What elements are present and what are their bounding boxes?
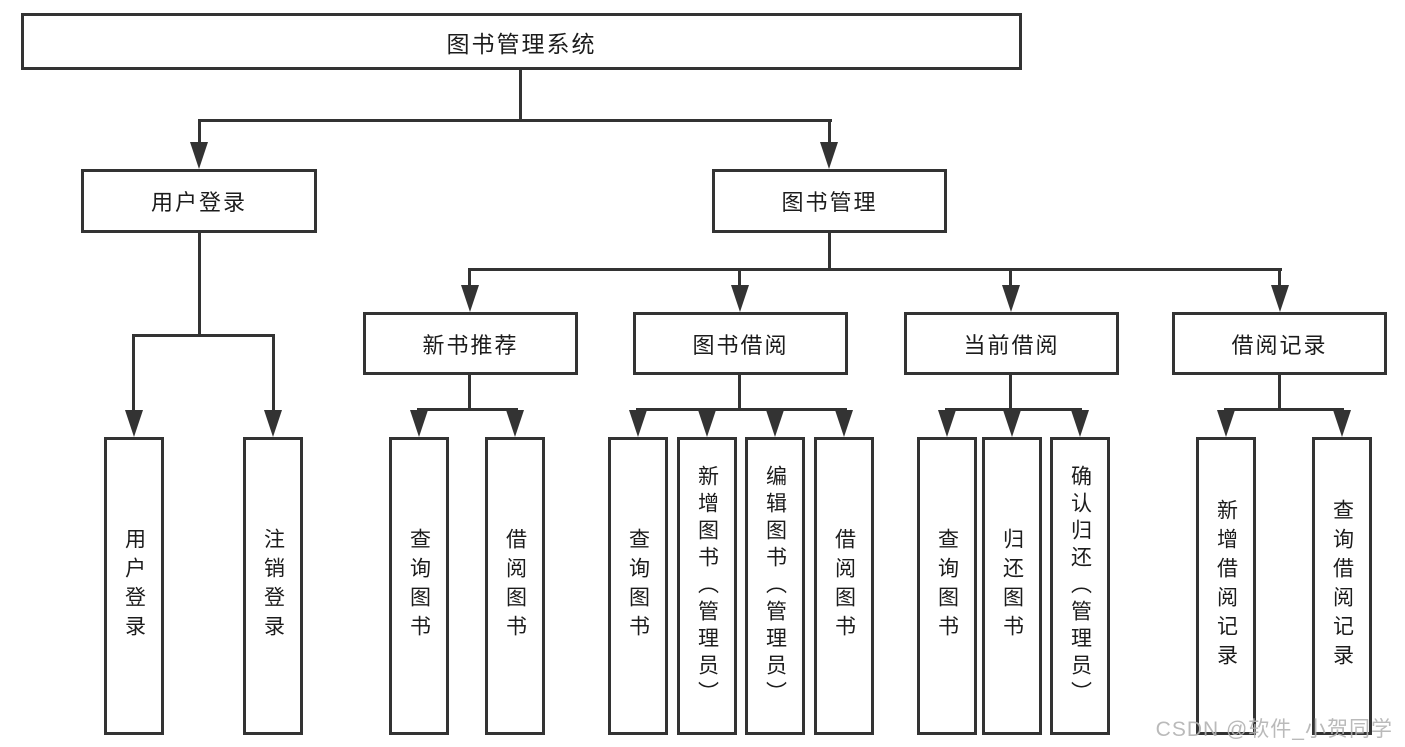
arrow-down-icon	[1217, 410, 1235, 437]
connector-line	[198, 119, 832, 122]
connector-line	[1278, 375, 1281, 411]
arrow-down-icon	[1071, 410, 1089, 437]
node-label: 查询图书	[626, 528, 650, 644]
node-label: 新增图书（管理员）	[695, 464, 719, 708]
node-label: 注销登录	[261, 528, 285, 644]
node-label: 图书管理	[781, 190, 878, 215]
arrow-down-icon	[835, 410, 853, 437]
arrow-down-icon	[1333, 410, 1351, 437]
connector-line	[519, 69, 522, 122]
leaf-borrow-books-recommend: 借阅图书	[485, 437, 545, 735]
node-label: 查询图书	[407, 528, 431, 644]
arrow-down-icon	[1003, 410, 1021, 437]
leaf-return-book: 归还图书	[982, 437, 1042, 735]
node-user-login: 用户登录	[81, 169, 317, 233]
arrow-down-icon	[410, 410, 428, 437]
node-label: 查询图书	[935, 528, 959, 644]
node-label: 归还图书	[1000, 528, 1024, 644]
node-label: 确认归还（管理员）	[1068, 464, 1092, 708]
node-label: 新书推荐	[422, 332, 519, 358]
arrow-down-icon	[1002, 285, 1020, 312]
watermark: CSDN @软件_小贺同学	[1155, 718, 1393, 741]
connector-line	[468, 375, 471, 411]
connector-line	[272, 334, 275, 412]
node-label: 借阅图书	[832, 528, 856, 644]
arrow-down-icon	[1271, 285, 1289, 312]
connector-line	[738, 268, 741, 289]
arrow-down-icon	[766, 410, 784, 437]
connector-line	[828, 119, 831, 144]
connector-line	[198, 119, 201, 144]
arrow-down-icon	[506, 410, 524, 437]
arrow-down-icon	[125, 410, 143, 437]
node-label: 借阅记录	[1231, 332, 1328, 358]
leaf-edit-book-admin: 编辑图书（管理员）	[745, 437, 805, 735]
connector-line	[1009, 375, 1012, 411]
arrow-down-icon	[820, 142, 838, 169]
leaf-query-borrow-record: 查询借阅记录	[1312, 437, 1372, 735]
connector-line	[468, 268, 471, 289]
node-current-borrowing: 当前借阅	[904, 312, 1119, 375]
leaf-confirm-return-admin: 确认归还（管理员）	[1050, 437, 1110, 735]
node-library-management-system: 图书管理系统	[21, 13, 1022, 70]
leaf-add-book-admin: 新增图书（管理员）	[677, 437, 737, 735]
leaf-query-books-borrow: 查询图书	[608, 437, 668, 735]
connector-line	[132, 334, 275, 337]
connector-line	[738, 375, 741, 411]
connector-line	[417, 408, 518, 411]
node-label: 图书借阅	[692, 332, 789, 358]
connector-line	[468, 268, 1282, 271]
node-label: 当前借阅	[963, 332, 1060, 358]
node-borrowing-records: 借阅记录	[1172, 312, 1387, 375]
leaf-query-books-current: 查询图书	[917, 437, 977, 735]
arrow-down-icon	[264, 410, 282, 437]
arrow-down-icon	[731, 285, 749, 312]
leaf-user-login: 用户登录	[104, 437, 164, 735]
node-book-management: 图书管理	[712, 169, 947, 233]
leaf-logout: 注销登录	[243, 437, 303, 735]
connector-line	[945, 408, 1082, 411]
connector-line	[132, 334, 135, 412]
node-label: 用户登录	[150, 190, 247, 215]
connector-line	[636, 408, 847, 411]
node-new-book-recommendation: 新书推荐	[363, 312, 578, 375]
connector-line	[1278, 268, 1281, 289]
node-label: 查询借阅记录	[1330, 499, 1354, 673]
node-label: 编辑图书（管理员）	[763, 464, 787, 708]
connector-line	[198, 233, 201, 337]
node-book-borrowing: 图书借阅	[633, 312, 848, 375]
arrow-down-icon	[629, 410, 647, 437]
leaf-add-borrow-record: 新增借阅记录	[1196, 437, 1256, 735]
arrow-down-icon	[190, 142, 208, 169]
arrow-down-icon	[698, 410, 716, 437]
connector-line	[1224, 408, 1344, 411]
connector-line	[1009, 268, 1012, 289]
connector-line	[828, 233, 831, 271]
node-label: 图书管理系统	[446, 30, 597, 57]
node-label: 新增借阅记录	[1214, 499, 1238, 673]
node-label: 用户登录	[122, 528, 146, 644]
arrow-down-icon	[461, 285, 479, 312]
leaf-query-books-recommend: 查询图书	[389, 437, 449, 735]
arrow-down-icon	[938, 410, 956, 437]
node-label: 借阅图书	[503, 528, 527, 644]
leaf-borrow-books: 借阅图书	[814, 437, 874, 735]
